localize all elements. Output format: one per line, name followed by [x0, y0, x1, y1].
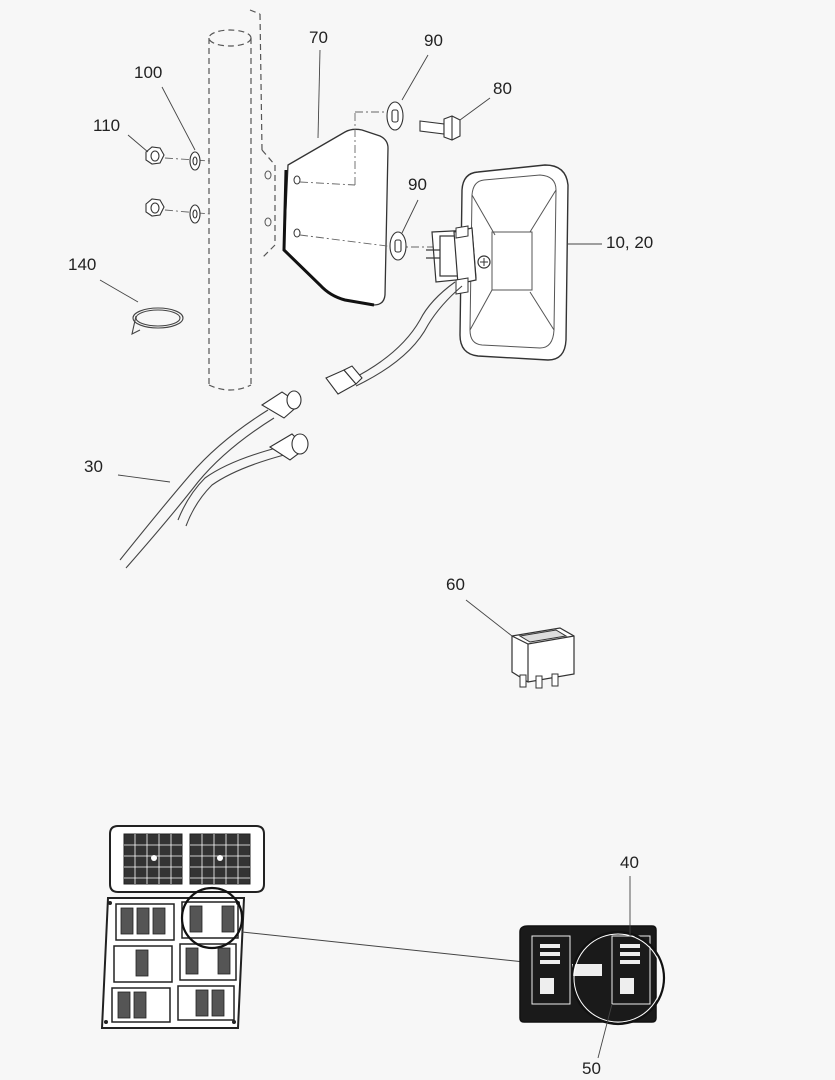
- callout-90-upper: 90: [424, 31, 443, 50]
- callouts: 70 90 80 100 110 90 10, 20 140 30 60 40 …: [68, 28, 653, 1078]
- relay: [511, 627, 575, 689]
- callout-140: 140: [68, 255, 96, 274]
- callout-60: 60: [446, 575, 465, 594]
- callout-80: 80: [493, 79, 512, 98]
- callout-70: 70: [309, 28, 328, 47]
- nut-lower: [145, 198, 165, 217]
- harness-connectors: [260, 365, 363, 461]
- washer-lower: [189, 204, 201, 224]
- callout-50: 50: [582, 1059, 601, 1078]
- washer-90-lower: [389, 231, 407, 261]
- washer-upper: [189, 151, 201, 171]
- bracket-plate: [282, 128, 389, 307]
- callout-90-lower: 90: [408, 175, 427, 194]
- post-bracket-holes: [264, 170, 272, 227]
- callout-10-20: 10, 20: [606, 233, 653, 252]
- nut-upper: [145, 146, 165, 165]
- callout-110: 110: [93, 116, 120, 135]
- mounting-post: [208, 9, 276, 391]
- callout-40: 40: [620, 853, 639, 872]
- cable-tie: [131, 307, 184, 336]
- work-lamp: [426, 164, 569, 361]
- callout-100: 100: [134, 63, 162, 82]
- wire-harness: [119, 281, 463, 569]
- switch-detail: [519, 925, 666, 1026]
- washer-90-upper: [386, 101, 404, 131]
- bolt: [419, 115, 461, 141]
- dashboard-panel: [100, 825, 265, 1029]
- leader-lines: [99, 49, 631, 1059]
- callout-30: 30: [84, 457, 103, 476]
